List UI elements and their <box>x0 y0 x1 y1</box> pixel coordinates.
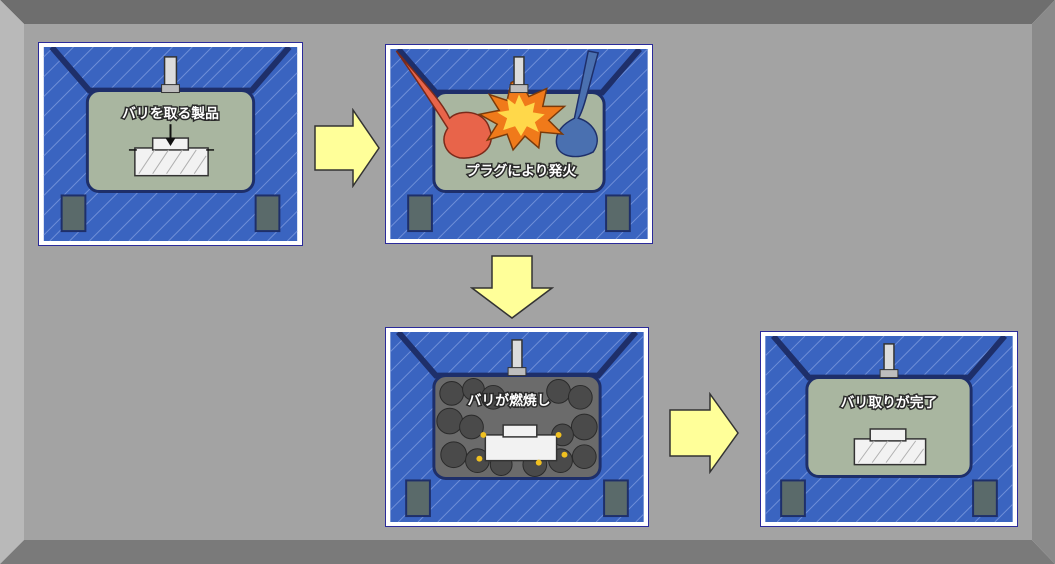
arrow-down <box>470 255 554 319</box>
step-2-illustration: プラグにより発火 <box>390 49 648 239</box>
step-3-caption: バリが燃焼し <box>468 392 551 409</box>
step-4-caption: バリ取りが完了 <box>841 394 938 411</box>
step-3-illustration: バリが燃焼し <box>390 332 644 522</box>
step-1-illustration: バリを取る製品 <box>43 47 298 241</box>
step-4-illustration: バリ取りが完了 <box>765 336 1013 522</box>
step-1-caption: バリを取る製品 <box>122 105 219 122</box>
step-2-caption: プラグにより発火 <box>466 163 577 180</box>
arrow-right-1 <box>314 108 380 188</box>
step-1-panel: バリを取る製品 <box>38 42 303 246</box>
arrow-right-2 <box>669 392 739 474</box>
step-2-panel: プラグにより発火 <box>385 44 653 244</box>
step-3-panel: バリが燃焼し <box>385 327 649 527</box>
step-4-panel: バリ取りが完了 <box>760 331 1018 527</box>
